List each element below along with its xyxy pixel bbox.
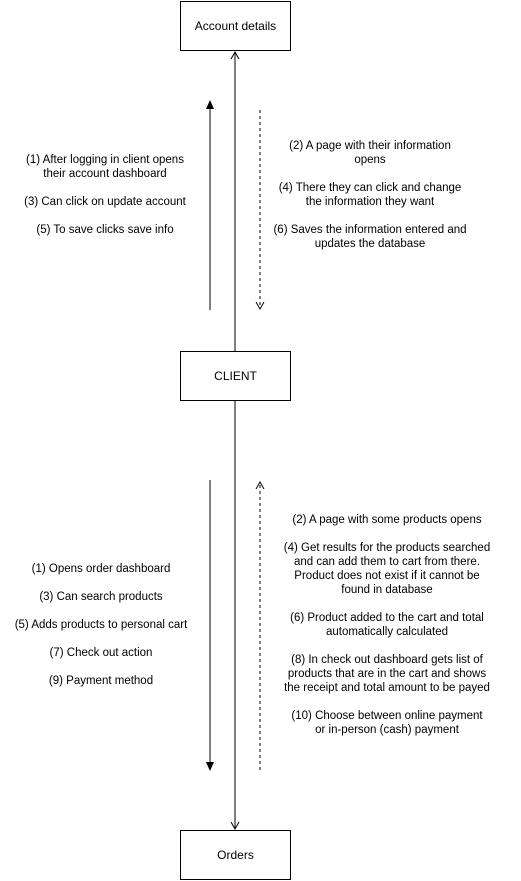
client-node: CLIENT xyxy=(180,351,291,401)
orders-client-steps: (1) Opens order dashboard (3) Can search… xyxy=(0,562,202,702)
orders-system-step: (2) A page with some products opens xyxy=(292,514,482,526)
orders-label: Orders xyxy=(217,848,254,862)
account-system-step: (4) There they can click and change the … xyxy=(278,182,462,208)
account-system-step: (6) Saves the information entered and up… xyxy=(273,224,467,250)
orders-client-step: (1) Opens order dashboard xyxy=(31,563,171,575)
orders-system-step: (4) Get results for the products searche… xyxy=(283,542,491,596)
account-client-steps: (1) After logging in client opens their … xyxy=(10,153,200,251)
orders-node: Orders xyxy=(180,830,291,880)
orders-system-step: (6) Product added to the cart and total … xyxy=(290,612,484,638)
client-label: CLIENT xyxy=(214,369,257,383)
account-details-node: Account details xyxy=(180,1,291,51)
orders-client-step: (7) Check out action xyxy=(49,647,153,659)
orders-system-step: (8) In check out dashboard gets list of … xyxy=(284,654,490,694)
orders-client-step: (3) Can search products xyxy=(39,591,163,603)
orders-client-step: (9) Payment method xyxy=(48,675,154,687)
account-client-step: (5) To save clicks save info xyxy=(36,224,174,236)
orders-client-step: (5) Adds products to personal cart xyxy=(14,619,188,631)
orders-system-step: (10) Choose between online payment or in… xyxy=(291,710,483,736)
account-client-step: (1) After logging in client opens their … xyxy=(26,154,184,180)
account-system-steps: (2) A page with their information opens … xyxy=(270,139,470,265)
account-details-label: Account details xyxy=(194,19,277,33)
account-client-step: (3) Can click on update account xyxy=(24,196,186,208)
account-system-step: (2) A page with their information opens xyxy=(289,140,451,166)
orders-system-steps: (2) A page with some products opens (4) … xyxy=(282,513,492,751)
